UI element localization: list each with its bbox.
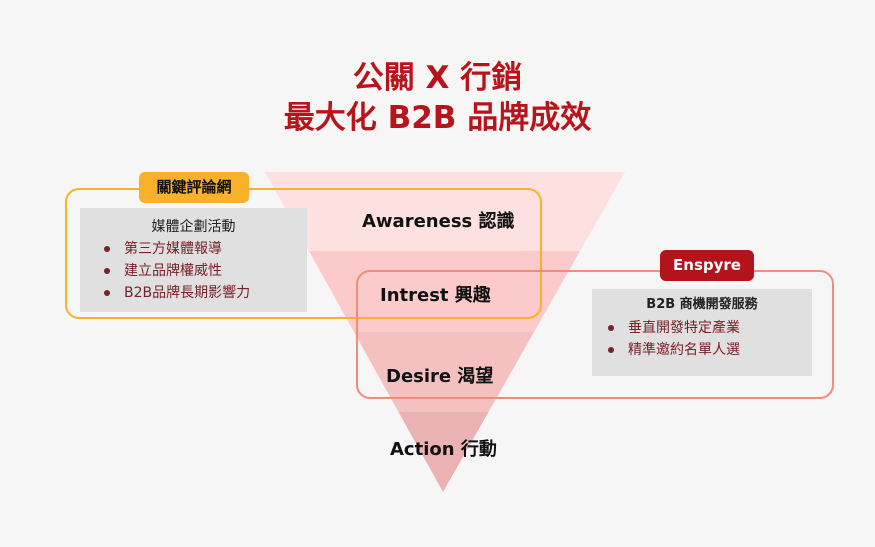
list-item: 第三方媒體報導 (100, 238, 307, 260)
right-panel-frame (356, 270, 834, 399)
stage-action: Action 行動 (390, 439, 497, 460)
list-item: B2B品牌長期影響力 (100, 282, 307, 304)
left-panel-heading: 媒體企劃活動 (151, 219, 236, 235)
title-line-2: 最大化 B2B 品牌成效 (283, 100, 592, 136)
left-panel-frame (65, 188, 542, 319)
stage-desire: Desire 渴望 (386, 366, 494, 387)
right-panel-tag: Enspyre (660, 250, 754, 281)
right-panel-heading: B2B 商機開發服務 (646, 297, 758, 312)
funnel-band (265, 172, 625, 251)
left-panel-card: 媒體企劃活動 第三方媒體報導 建立品牌權威性 B2B品牌長期影響力 (80, 208, 307, 312)
left-panel-tag: 關鍵評論網 (139, 172, 249, 203)
list-item: 垂直開發特定產業 (604, 317, 812, 339)
stage-awareness: Awareness 認識 (362, 211, 515, 232)
right-panel-card: B2B 商機開發服務 垂直開發特定產業 精準邀約名單人選 (592, 289, 812, 376)
stage-interest: Intrest 興趣 (380, 285, 491, 306)
list-item: 建立品牌權威性 (100, 260, 307, 282)
title-line-1: 公關 X 行銷 (352, 60, 523, 96)
list-item: 精準邀約名單人選 (604, 339, 812, 361)
